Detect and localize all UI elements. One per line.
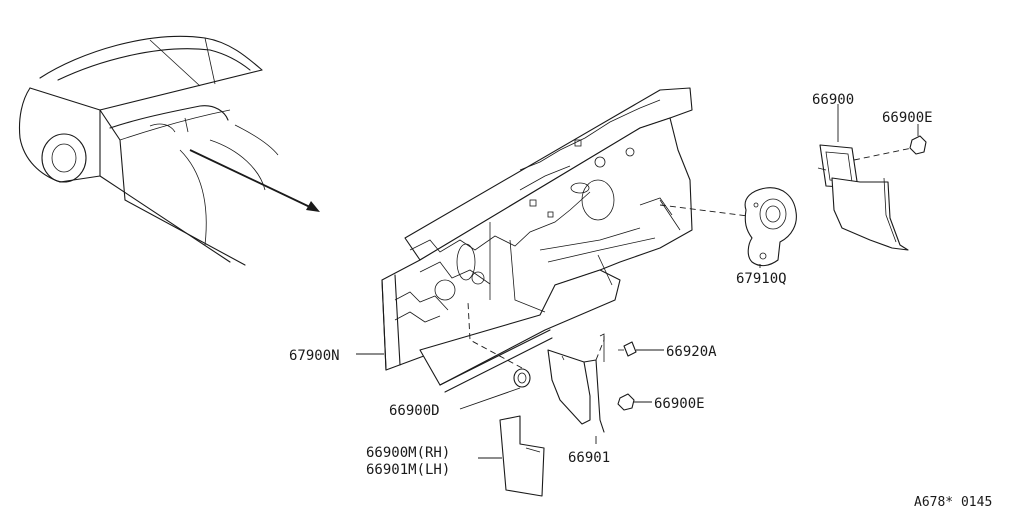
dash-panel-67900N bbox=[381, 87, 693, 393]
label-67910Q: 67910Q bbox=[736, 271, 787, 287]
clip-66920A bbox=[618, 341, 664, 357]
direction-arrow bbox=[189, 149, 320, 212]
label-66900E-bottom: 66900E bbox=[654, 396, 705, 412]
bracket-66901 bbox=[547, 333, 605, 444]
label-66900: 66900 bbox=[812, 92, 854, 108]
pad-66900M-66901M bbox=[478, 415, 545, 497]
label-66920A: 66920A bbox=[666, 344, 717, 360]
label-66901M: 66901M(LH) bbox=[366, 462, 450, 478]
label-66900M: 66900M(RH) bbox=[366, 445, 450, 461]
bracket-66900 bbox=[817, 104, 913, 251]
label-66900D: 66900D bbox=[389, 403, 440, 419]
diagram-reference-code: A678* 0145 bbox=[914, 495, 992, 510]
vehicle-outline bbox=[18, 35, 279, 266]
label-66900E-top: 66900E bbox=[882, 110, 933, 126]
nut-66900E-top bbox=[909, 124, 927, 155]
nut-66900E-bottom bbox=[617, 393, 652, 411]
cover-67910Q bbox=[659, 187, 797, 267]
grommet-66900D bbox=[467, 301, 531, 388]
label-66901: 66901 bbox=[568, 450, 610, 466]
label-67900N: 67900N bbox=[289, 348, 340, 364]
